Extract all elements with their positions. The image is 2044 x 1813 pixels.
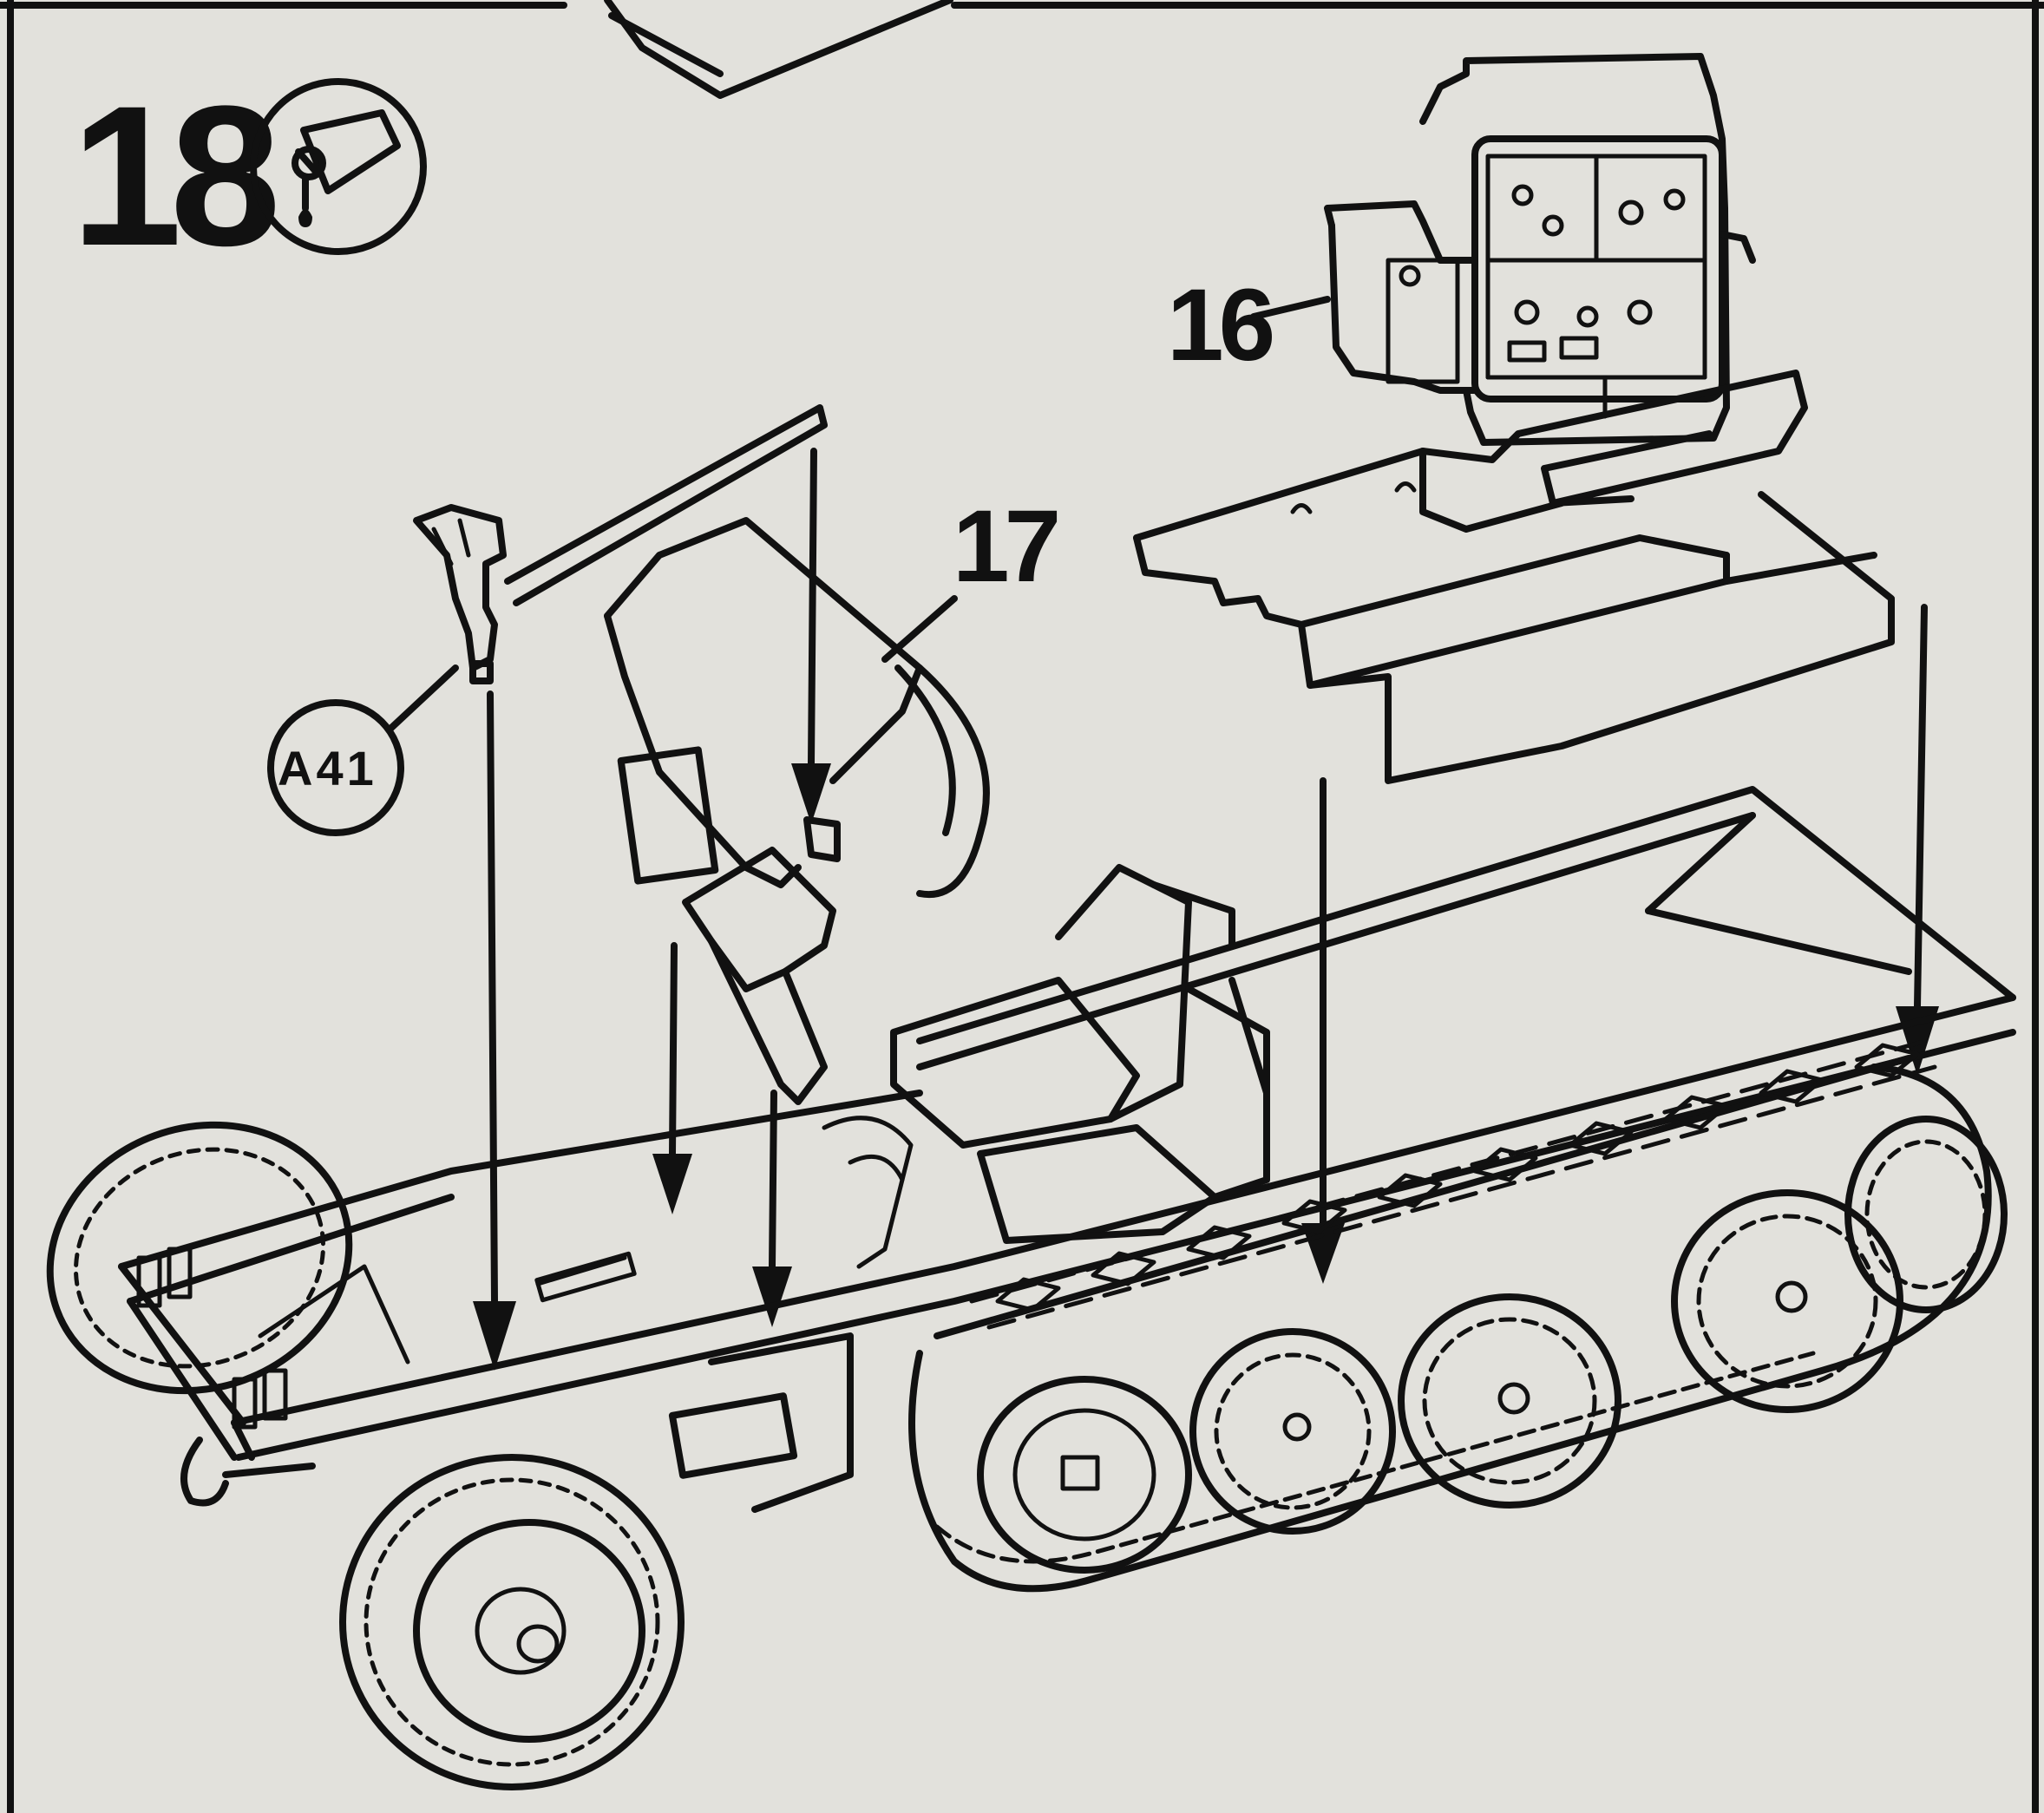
callout-part-16: 16 [1167, 268, 1273, 383]
callout-part-17: 17 [953, 489, 1058, 604]
leader-line-17 [881, 595, 958, 663]
leader-line-a41 [387, 664, 459, 732]
leader-line-16 [1250, 296, 1331, 320]
vehicle-hull [118, 786, 2016, 1513]
previous-step-part [604, 0, 953, 99]
front-wheel-bottom [339, 1454, 685, 1790]
part-ref-circle [267, 699, 404, 836]
road-wheel-5 [1844, 1116, 2008, 1313]
part-a41-rod [413, 404, 828, 684]
glue-tube-icon [250, 78, 427, 255]
road-wheel-3 [1398, 1293, 1621, 1509]
road-wheel-1 [977, 1376, 1192, 1574]
driver-seat [822, 864, 1270, 1269]
assembly-arrows [473, 448, 1939, 1371]
road-wheel-2 [1189, 1328, 1396, 1535]
callout-part-a41: A41 [278, 741, 377, 795]
step-number: 18 [71, 64, 275, 287]
seat-steering-part-17 [604, 517, 990, 1105]
radio-set-part-16 [1324, 53, 1756, 446]
rear-compartment-part [1133, 370, 1895, 784]
track-links [995, 1043, 1920, 1312]
front-wheel-top [46, 1121, 353, 1395]
